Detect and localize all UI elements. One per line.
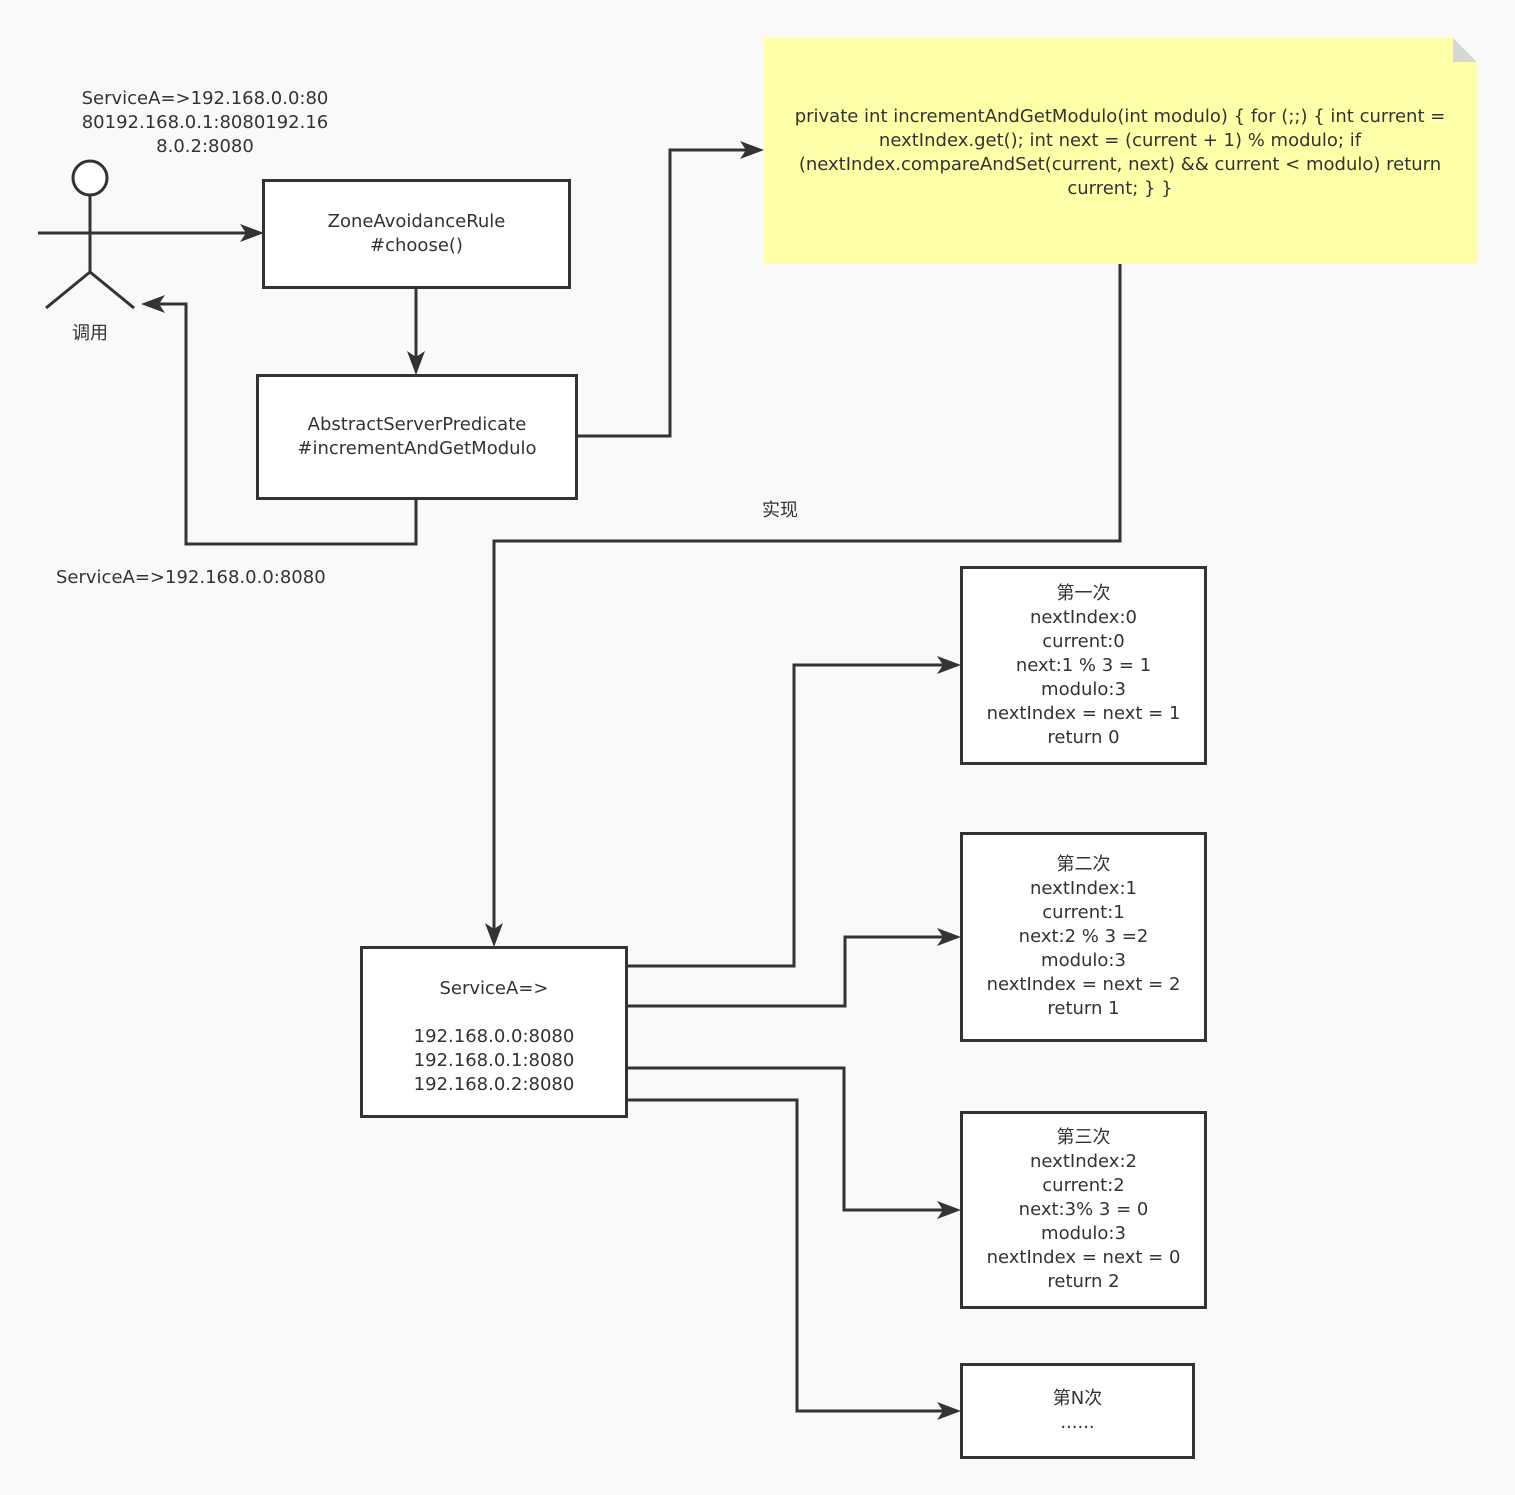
iteration-line: next:2 % 3 =2 (1018, 926, 1149, 947)
actor-servers-line: 8.0.2:8080 (156, 136, 254, 157)
iteration-line: nextIndex:0 (1030, 606, 1137, 628)
box-line: #incrementAndGetModulo (297, 438, 537, 459)
service-title: ServiceA=> (439, 978, 549, 999)
connector-predicate-to-note (577, 148, 747, 438)
iteration-line: current:1 (1042, 902, 1125, 923)
actor-servers-line: 80192.168.0.1:8080192.16 (81, 112, 329, 133)
connector-service-to-nth (627, 1098, 944, 1413)
iteration-line: ...... (1060, 1412, 1095, 1433)
iteration-line: nextIndex = next = 1 (986, 702, 1181, 724)
service-server: 192.168.0.1:8080 (413, 1050, 575, 1071)
iteration-line: nextIndex:2 (1030, 1151, 1137, 1172)
arrowhead (240, 224, 264, 242)
iteration-line: nextIndex = next = 0 (986, 1247, 1181, 1268)
box-line: AbstractServerPredicate (307, 414, 527, 435)
implement-label: 实现 (762, 500, 798, 521)
iteration-line: return 0 (1047, 726, 1120, 748)
iteration-line: nextIndex = next = 2 (986, 974, 1181, 995)
zone-avoidance-rule-box[interactable]: ZoneAvoidanceRule #choose() (262, 179, 571, 289)
actor-servers-text: ServiceA=>192.168.0.0:80 80192.168.0.1:8… (60, 87, 350, 159)
iteration-line: return 1 (1047, 998, 1120, 1019)
code-note-text: private int incrementAndGetModulo(int mo… (794, 106, 1446, 199)
iteration-line: next:3% 3 = 0 (1018, 1199, 1149, 1220)
iteration-line: modulo:3 (1041, 678, 1126, 700)
iteration-third-box[interactable]: 第三次 nextIndex:2 current:2 next:3% 3 = 0 … (960, 1111, 1207, 1309)
connector-note-to-service (492, 264, 1122, 930)
iteration-second-box[interactable]: 第二次 nextIndex:1 current:1 next:2 % 3 =2 … (960, 832, 1207, 1042)
arrowhead (937, 1201, 961, 1219)
iteration-line: modulo:3 (1041, 950, 1126, 971)
actor-figure-icon (38, 159, 142, 310)
iteration-line: nextIndex:1 (1030, 878, 1137, 899)
iteration-first-box[interactable]: 第一次 nextIndex:0 current:0 next:1 % 3 = 1… (960, 566, 1207, 765)
iteration-line: 第N次 (1052, 1388, 1103, 1409)
service-server: 192.168.0.2:8080 (413, 1074, 575, 1095)
iteration-line: next:1 % 3 = 1 (1015, 654, 1152, 676)
iteration-line: return 2 (1047, 1271, 1120, 1292)
connector-service-to-first (627, 663, 944, 968)
arrowhead (740, 141, 764, 159)
arrowhead (485, 923, 503, 947)
iteration-line: 第三次 (1056, 1127, 1111, 1148)
actor-label: 调用 (72, 323, 108, 344)
code-note[interactable] (764, 38, 1477, 264)
service-server: 192.168.0.0:8080 (413, 1026, 575, 1047)
connector-service-to-third (627, 1066, 944, 1212)
iteration-line: current:2 (1042, 1175, 1125, 1196)
service-box[interactable]: ServiceA=> 192.168.0.0:8080 192.168.0.1:… (360, 946, 628, 1118)
iteration-line: 第一次 (1056, 582, 1111, 604)
arrowhead (937, 928, 961, 946)
iteration-line: current:0 (1042, 630, 1125, 652)
box-line: #choose() (370, 235, 463, 256)
iteration-line: modulo:3 (1041, 1223, 1126, 1244)
connector-predicate-return (158, 302, 418, 546)
abstract-server-predicate-box[interactable]: AbstractServerPredicate #incrementAndGet… (256, 374, 578, 500)
arrowhead (937, 656, 961, 674)
connector-service-to-second (627, 935, 944, 1008)
arrowhead (141, 295, 165, 313)
iteration-nth-box[interactable]: 第N次 ...... (960, 1363, 1195, 1459)
result-label: ServiceA=>192.168.0.0:8080 (56, 567, 326, 588)
box-line: ZoneAvoidanceRule (327, 211, 506, 232)
actor-servers-line: ServiceA=>192.168.0.0:80 (81, 88, 329, 109)
arrowhead (407, 351, 425, 375)
iteration-line: 第二次 (1056, 854, 1111, 875)
arrowhead (937, 1402, 961, 1420)
